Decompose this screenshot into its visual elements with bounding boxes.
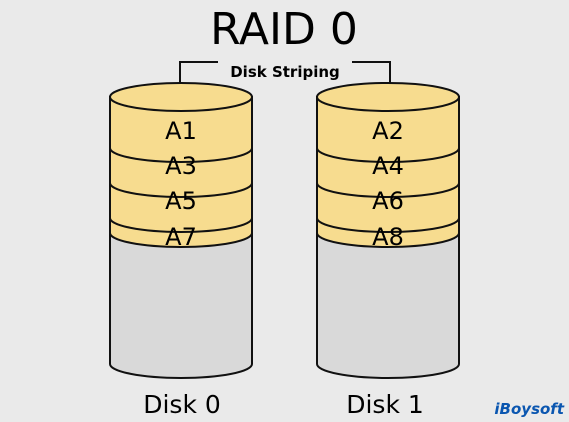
diagram-title: RAID 0 bbox=[210, 4, 358, 55]
disk-1-block-label: A4 bbox=[372, 152, 404, 180]
disk-1-body bbox=[316, 232, 460, 379]
disk-1-label: Disk 1 bbox=[346, 390, 424, 419]
disk-1-block-1-band bbox=[316, 96, 460, 163]
disk-0-top bbox=[109, 82, 253, 112]
disk-0-block-label: A7 bbox=[165, 223, 197, 251]
disk-0-block-label: A5 bbox=[165, 187, 197, 215]
disk-0-label: Disk 0 bbox=[143, 390, 221, 419]
subtitle-backdrop bbox=[218, 60, 352, 82]
disk-1: A2 A4 A6 A8 bbox=[316, 82, 460, 379]
disk-1-block-label: A6 bbox=[372, 187, 404, 215]
disk-1-block-label: A8 bbox=[372, 223, 404, 251]
subtitle-disk-striping: Disk Striping bbox=[230, 63, 340, 81]
disk-0-block-1-band bbox=[109, 96, 253, 163]
brand-watermark: iBoysoft bbox=[494, 400, 564, 418]
disk-0-body bbox=[109, 232, 253, 379]
disk-0-block-label: A3 bbox=[165, 152, 197, 180]
disk-1-top bbox=[316, 82, 460, 112]
disk-0-block-label: A1 bbox=[165, 117, 197, 145]
disk-1-block-label: A2 bbox=[372, 117, 404, 145]
disk-0: A1 A3 A5 A7 bbox=[109, 82, 253, 379]
